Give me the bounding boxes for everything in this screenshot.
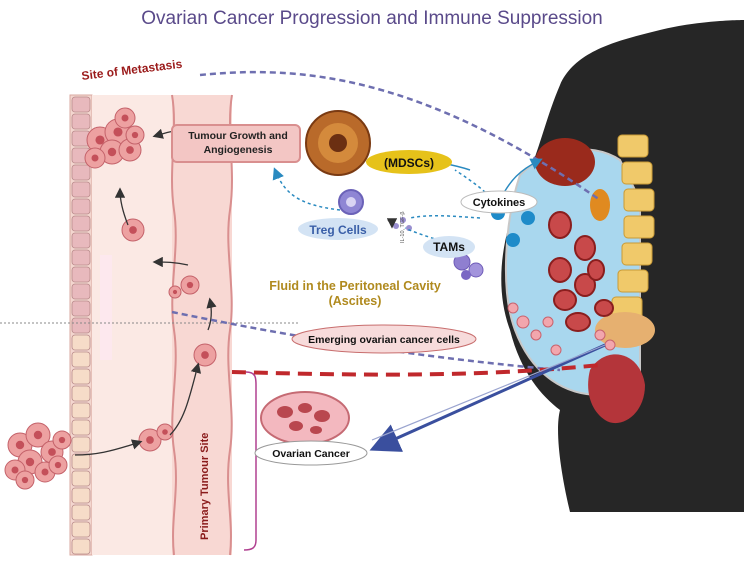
mdsc-pill <box>366 150 452 174</box>
ovarian-arrow <box>369 343 606 452</box>
page-title: Ovarian Cancer Progression and Immune Su… <box>141 8 603 29</box>
primary-tumour-label: Primary Tumour Site <box>199 433 211 540</box>
fluid-label-2: (Ascites) <box>329 294 382 308</box>
tam-cells <box>453 253 484 280</box>
metastasis-label: Site of Metastasis <box>81 57 184 83</box>
il-label: IL-10, TGF-β <box>400 212 406 244</box>
ovarian-tissue <box>260 391 350 445</box>
tumour-growth-box <box>171 124 301 163</box>
tumour-cells <box>4 107 217 490</box>
cytokines-pill <box>460 190 538 214</box>
mdsc-tumour-cell <box>305 110 371 176</box>
mdsc-label: (MDSCs) <box>384 156 434 170</box>
ovarian-arrow-thin <box>371 344 606 441</box>
tams-label: TAMs <box>433 240 465 254</box>
tams-pill <box>423 236 475 258</box>
ovarian-cancer-label: Ovarian Cancer <box>272 448 350 460</box>
tumour-growth-label-1: Tumour Growth and <box>188 130 288 142</box>
treg-pill <box>298 218 378 240</box>
dashed-paths <box>171 70 601 372</box>
emerging-label: Emerging ovarian cancer cells <box>308 334 460 346</box>
fluid-label-1: Fluid in the Peritoneal Cavity <box>269 279 441 293</box>
il-molecules <box>393 217 412 231</box>
ovarian-cancer-pill <box>254 440 368 466</box>
emerging-pill <box>291 324 477 354</box>
primary-bracket <box>243 371 257 551</box>
tumour-growth-label-2: Angiogenesis <box>204 144 273 156</box>
signal-arrows <box>272 167 499 251</box>
tissue-column <box>69 94 172 556</box>
cytokines-label: Cytokines <box>473 197 526 209</box>
treg-cell <box>338 189 364 215</box>
body-silhouette <box>501 20 744 512</box>
blood-vessel <box>171 94 233 556</box>
treg-label: Treg Cells <box>309 223 367 237</box>
